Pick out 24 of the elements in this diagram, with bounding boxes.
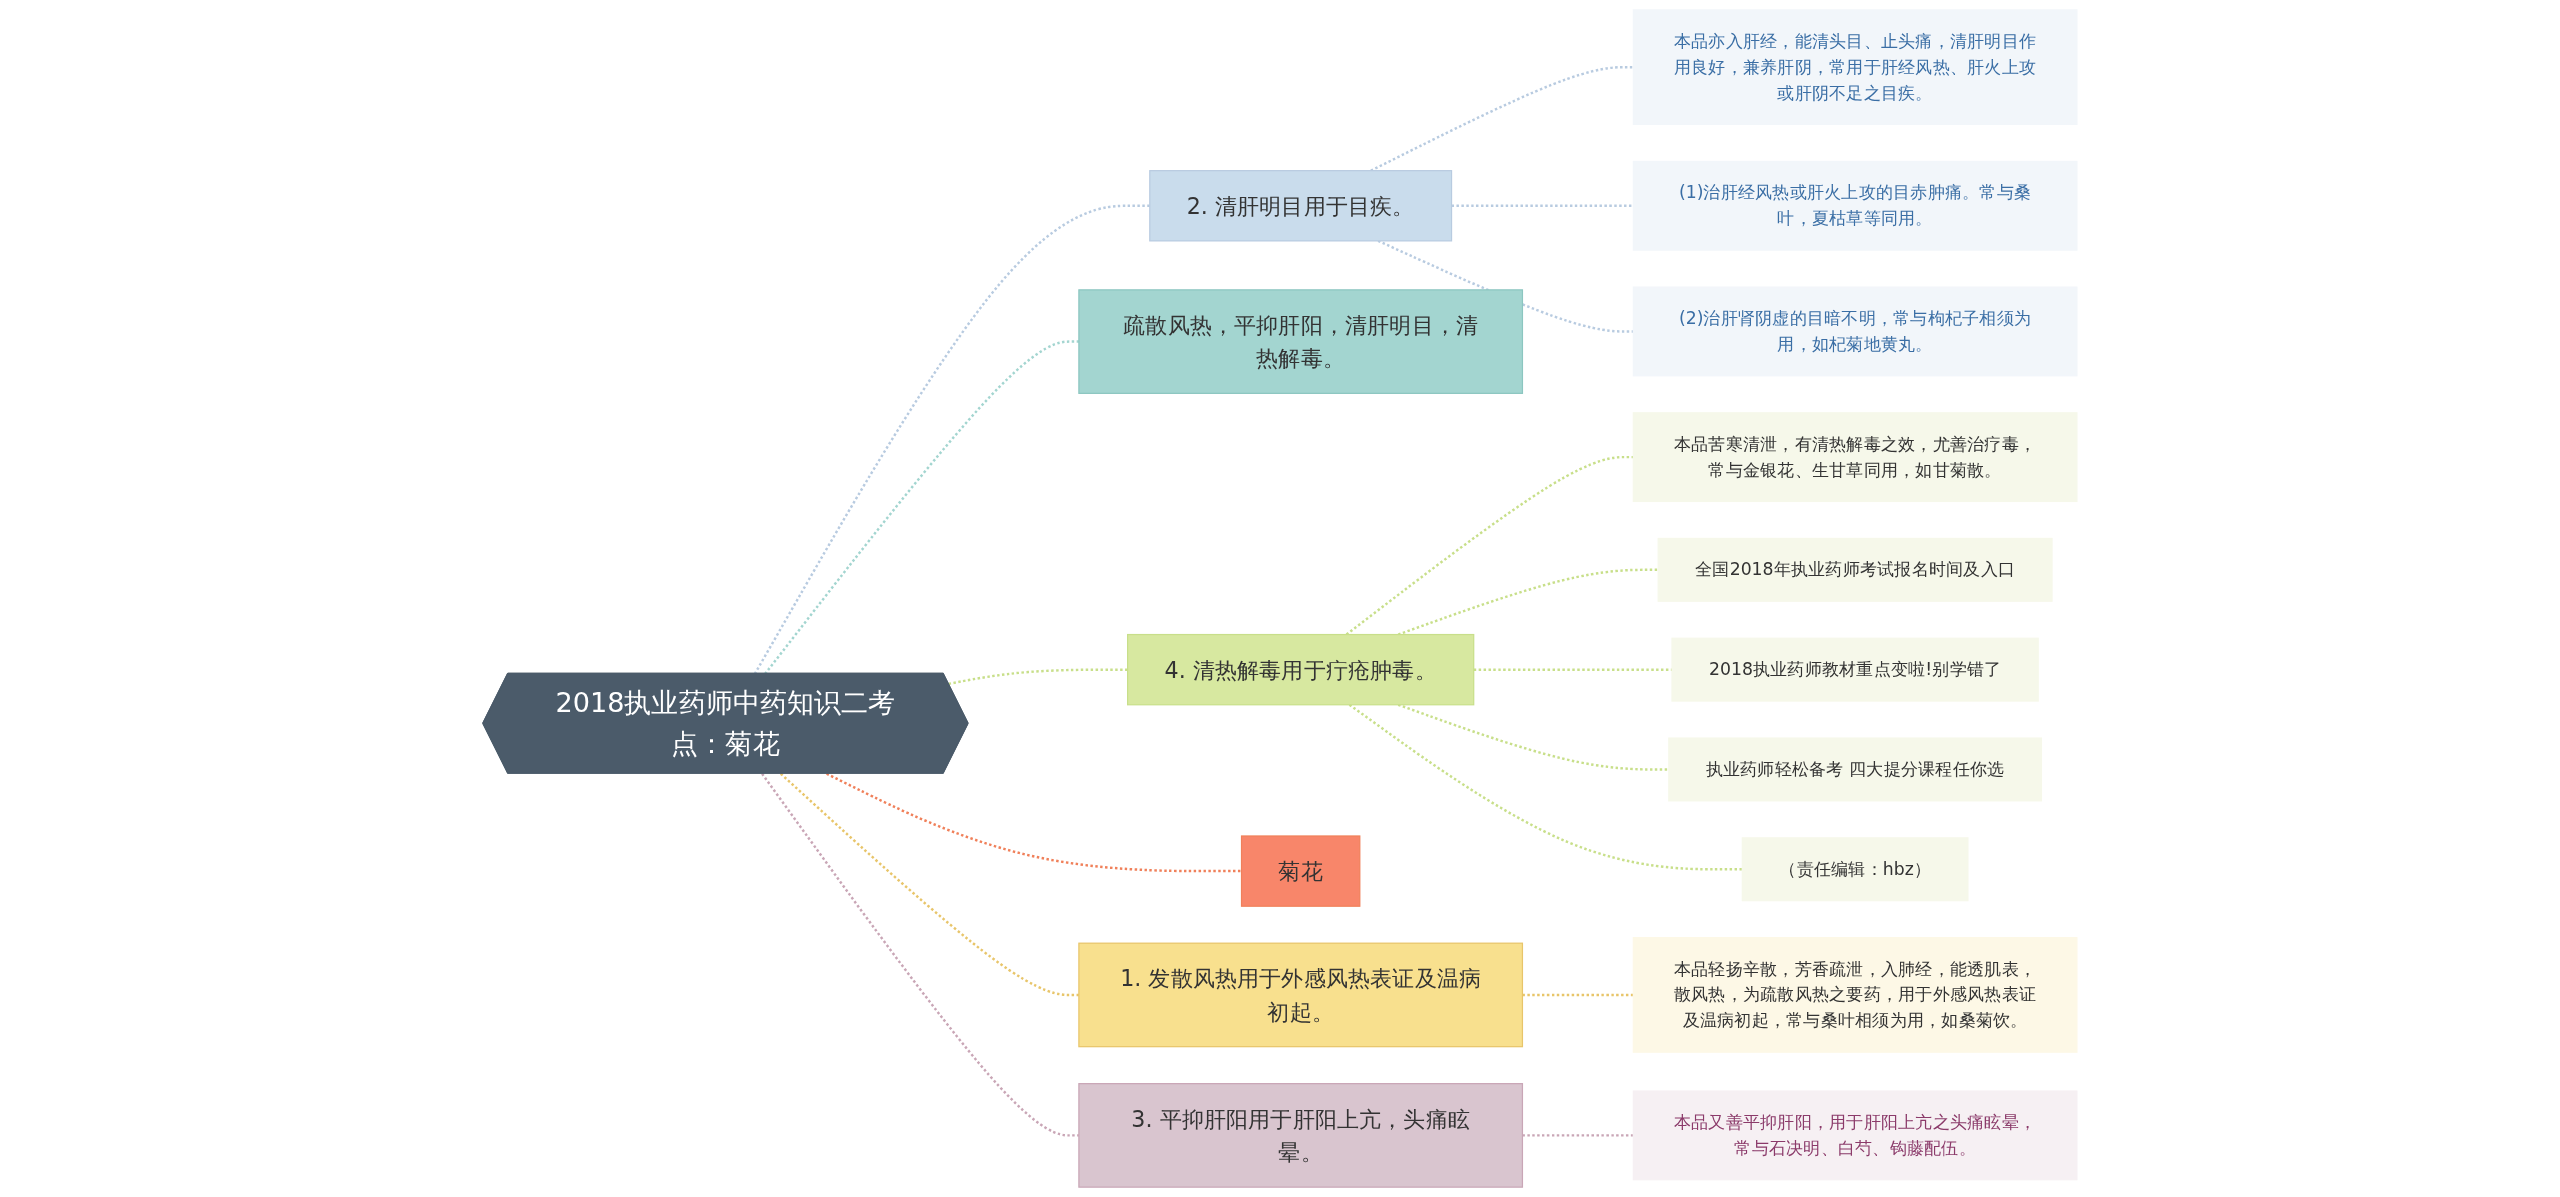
node-box: (2)治肝肾阴虚的目暗不明，常与枸杞子相须为用，如杞菊地黄丸。 [1632,286,2078,377]
node-box: 1. 发散风热用于外感风热表证及温病初起。 [1078,942,1524,1048]
node-box: 全国2018年执业药师考试报名时间及入口 [1657,537,2053,602]
connector [826,772,1242,873]
node-box: 本品亦入肝经，能清头目、止头痛，清肝明目作用良好，兼养肝阴，常用于肝经风热、肝火上攻或肝阴不足之目疾。 [1632,9,2078,126]
node-box: 本品苦寒清泄，有清热解毒之效，尤善治疗毒，常与金银花、生甘草同用，如甘菊散。 [1632,412,2078,503]
node-box: 2018执业药师教材重点变啦!别学错了 [1671,637,2039,702]
node-box: 本品轻扬辛散，芳香疏泄，入肺经，能透肌表，散风热，为疏散风热之要药，用于外感风热表证及温病初起，常与桑叶相须为用，如桑菊饮。 [1632,937,2078,1053]
node-box: 4. 清热解毒用于疔疮肿毒。 [1127,633,1475,706]
node-box: 2. 清肝明目用于目疾。 [1149,170,1453,242]
connector [1397,568,1659,636]
connector [764,340,1079,675]
connector [780,772,1079,997]
node-box: 执业药师轻松备考 四大提分课程任你选 [1668,737,2043,802]
node-box: 3. 平抑肝阳用于肝阳上亢，头痛眩晕。 [1078,1083,1524,1188]
node-box: (1)治肝经风热或肝火上攻的目赤肿痛。常与桑叶，夏枯草等同用。 [1632,160,2078,251]
node-box: 疏散风热，平抑肝阳，清肝明目，清热解毒。 [1078,289,1524,394]
node-box: 菊花 [1241,835,1361,907]
node-box: （责任编辑：hbz） [1741,837,1969,902]
connector [1370,65,1634,172]
connector [1348,703,1743,871]
connector [1397,703,1669,771]
connector [761,773,1079,1137]
node-box: 本品又善平抑肝阳，用于肝阳上亢之头痛眩晕，常与石决明、白芍、钩藤配伍。 [1632,1090,2078,1181]
